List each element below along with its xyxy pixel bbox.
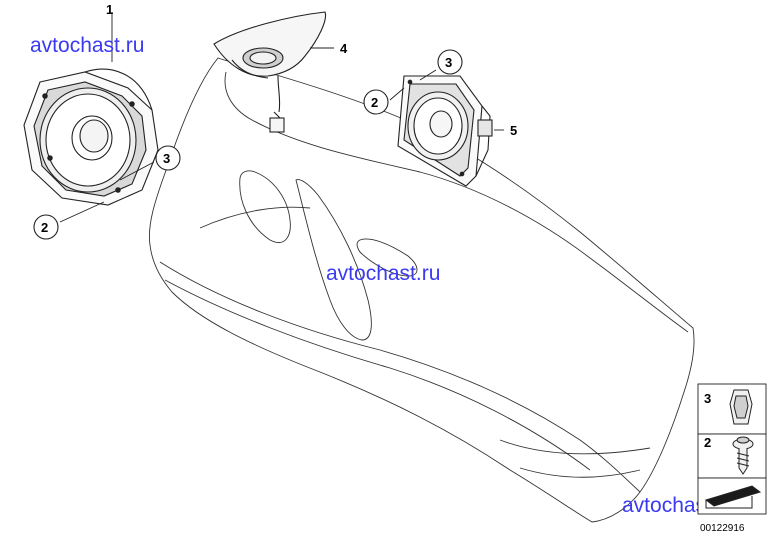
legend-screw-number: 2 [704, 435, 711, 450]
callout-tweeter-housing: 4 [340, 41, 348, 56]
callout-woofer-screw: 2 [41, 220, 48, 235]
callout-circle [437, 49, 463, 75]
watermark-top-left: avtochast.ru [30, 34, 144, 57]
leader-lines [59, 12, 504, 223]
callout-woofer-part: 1 [106, 2, 113, 17]
woofer-speaker [23, 68, 159, 206]
watermark-center: avtochast.ru [326, 262, 440, 285]
reference-symbol-icon [704, 485, 762, 509]
callout-midrange-screw: 2 [371, 95, 378, 110]
tweeter-housing [213, 11, 327, 133]
callout-midrange-connector: 5 [510, 123, 517, 138]
legend-clip-number: 3 [704, 391, 711, 406]
midrange-speaker [397, 75, 493, 187]
callout-circle [363, 89, 389, 115]
callout-midrange-clip: 3 [445, 55, 452, 70]
callouts: 1 3 2 4 3 2 5 [33, 2, 517, 240]
fastener-legend: 3 2 [697, 383, 767, 515]
callout-woofer-clip: 3 [163, 151, 170, 166]
legend-cell-screw [697, 433, 767, 479]
callout-circle [33, 214, 59, 240]
document-id: 00122916 [700, 523, 745, 534]
callout-circle [155, 145, 181, 171]
clip-nut-icon [729, 389, 753, 425]
screw-icon [732, 436, 754, 475]
